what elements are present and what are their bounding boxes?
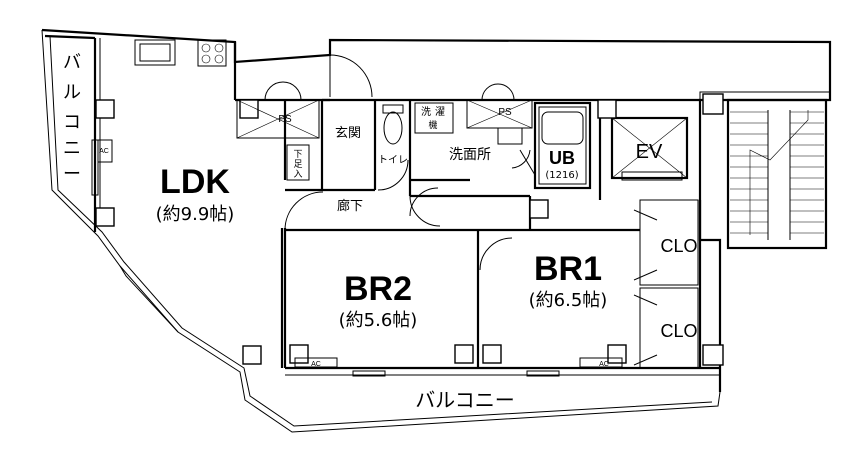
washer-char-2: 濯 [435, 106, 445, 118]
ps-left [236, 81, 320, 139]
interior-walls [233, 42, 720, 376]
balcony-left-char-3: コ [63, 112, 81, 133]
shoe-box-char-1: 下 [293, 150, 302, 160]
balcony-left-char-4: ニ [63, 138, 81, 159]
kitchen-counter [134, 39, 227, 67]
balcony-bottom-label: バルコニー [415, 388, 515, 412]
toilet-fixture [382, 104, 404, 145]
washer-char-3: 機 [428, 119, 437, 131]
windows [91, 139, 560, 377]
ps-right [466, 83, 533, 129]
balcony-labels: バ ル コ ニ ー バルコニー [63, 52, 515, 412]
structural-columns [95, 93, 724, 366]
hallway-label: 廊下 [337, 198, 363, 214]
entrance-label: 玄関 [335, 126, 361, 141]
staircase [726, 98, 828, 250]
toilet-label: トイレ [378, 155, 408, 166]
br2-name: BR2 [344, 270, 412, 308]
ac-units [97, 139, 623, 368]
balcony-left-char-2: ル [63, 82, 81, 103]
ac-br1-label: AC [599, 361, 609, 368]
ac-br2-label: AC [311, 361, 321, 368]
ac-ldk-label: AC [99, 148, 109, 155]
ub-name: UB [549, 148, 575, 168]
ldk-name: LDK [160, 163, 230, 201]
bathtub [541, 111, 584, 145]
washer-box [414, 102, 523, 145]
ps-right-label: PS [498, 107, 512, 118]
elevator-shaft [611, 117, 688, 181]
clo-upper-label: CLO [660, 236, 697, 256]
ub-size: (1216) [545, 170, 578, 181]
fixture-labels: PS PS CLO CLO AC AC AC [99, 107, 697, 368]
ldk-size: (約9.9帖) [156, 204, 235, 225]
shoe-box-char-2: 足 [293, 159, 302, 170]
door-swings [284, 54, 658, 366]
washer-char-1: 洗 [421, 106, 431, 118]
balcony-left-char-5: ー [63, 164, 81, 185]
room-labels: LDK (約9.9帖) BR2 (約5.6帖) BR1 (約6.5帖) UB (… [156, 106, 663, 331]
ev-label: EV [636, 141, 663, 163]
balcony-left-char-1: バ [63, 52, 81, 73]
clo-lower-label: CLO [660, 321, 697, 341]
shoe-box-char-3: 入 [293, 169, 302, 180]
washroom-label: 洗面所 [449, 147, 491, 163]
stair-arrow [749, 110, 809, 235]
br1-size: (約6.5帖) [529, 290, 608, 311]
br2-size: (約5.6帖) [339, 310, 418, 331]
shoe-box [286, 144, 310, 181]
br1-name: BR1 [534, 250, 602, 288]
ps-left-label: PS [278, 114, 292, 125]
